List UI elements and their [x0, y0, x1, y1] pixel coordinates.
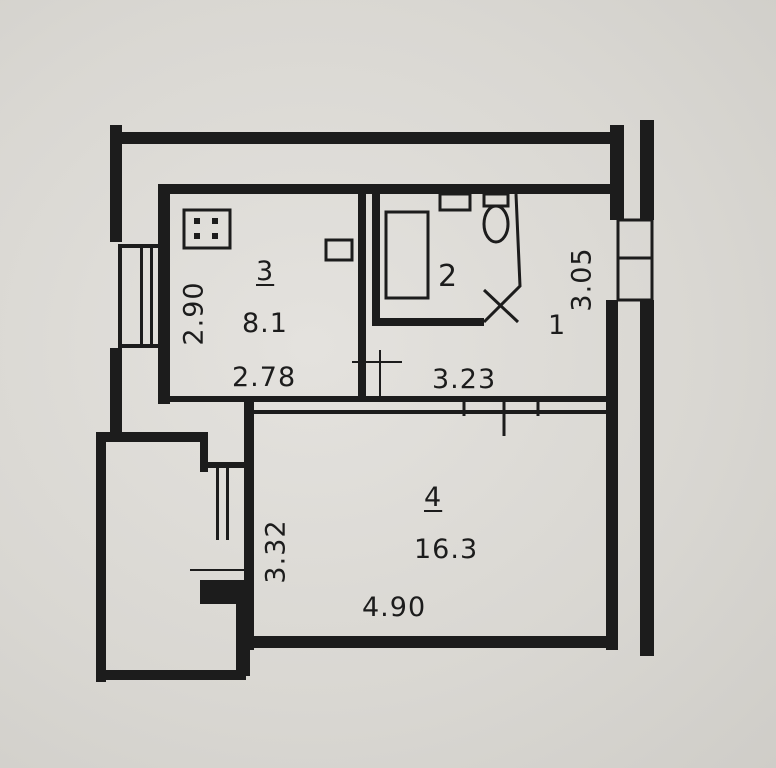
right-wall-outer — [640, 120, 654, 220]
balcony-inner — [200, 432, 208, 472]
dim-hall-width: 3.23 — [432, 364, 497, 395]
balcony-door-lower — [200, 580, 250, 604]
stove-burner-2 — [212, 218, 218, 224]
dim-room-width: 4.90 — [362, 592, 427, 623]
kitchen-window — [118, 244, 162, 248]
kitchen-sink — [324, 238, 354, 262]
right-wall-upper — [610, 140, 624, 220]
living-window-frame — [200, 462, 250, 468]
hall-window — [616, 218, 654, 302]
left-wall-upper — [110, 132, 122, 242]
kitchen-top-wall — [158, 184, 618, 194]
bath-door-line — [482, 193, 522, 324]
stove-burner-1 — [194, 218, 200, 224]
living-left-wall — [244, 400, 254, 650]
corridor-partition — [170, 396, 618, 402]
living-window-glass-1 — [216, 468, 219, 540]
stove-burner-4 — [212, 233, 218, 239]
stove-burner-3 — [194, 233, 200, 239]
living-right-wall — [606, 300, 618, 650]
room-4-area: 16.3 — [414, 534, 479, 565]
balcony-bottom — [96, 670, 246, 680]
room-4-number: 4 — [424, 482, 443, 513]
room-1-number: 1 — [548, 310, 567, 341]
bath-sink — [438, 192, 472, 212]
balcony-stub — [236, 604, 250, 676]
kitchen-window-frame-left — [118, 244, 122, 348]
balcony-left — [96, 432, 106, 682]
bath-wall-bottom — [372, 318, 484, 326]
dim-kitchen-width: 2.78 — [232, 362, 297, 393]
toilet-tank — [482, 192, 510, 208]
room-2-number: 2 — [438, 259, 459, 294]
right-wall-lower — [640, 300, 654, 656]
kitchen-bath-partition — [358, 188, 366, 400]
stove — [182, 208, 232, 250]
kitchen-window-sill — [118, 344, 162, 348]
living-window-glass-2 — [226, 468, 229, 540]
bath-wall-left — [372, 188, 380, 324]
kitchen-window-glass — [140, 248, 143, 344]
room-3-number: 3 — [256, 256, 275, 287]
balcony-top — [96, 432, 206, 442]
kitchen-window-glass-2 — [150, 248, 153, 344]
bathtub — [384, 210, 430, 300]
top-outer-wall — [110, 132, 620, 144]
corridor-partition-2 — [250, 410, 618, 414]
left-wall-mid — [110, 348, 122, 438]
bath-door-swing-1 — [482, 288, 520, 324]
dim-kitchen-depth: 2.90 — [178, 281, 210, 346]
dim-hall-depth: 3.05 — [566, 247, 598, 312]
kitchen-left-wall — [158, 186, 170, 404]
toilet-bowl — [482, 204, 510, 244]
living-bottom-wall — [250, 636, 616, 648]
dim-room-depth: 3.32 — [260, 519, 292, 584]
room-3-area: 8.1 — [242, 308, 288, 339]
